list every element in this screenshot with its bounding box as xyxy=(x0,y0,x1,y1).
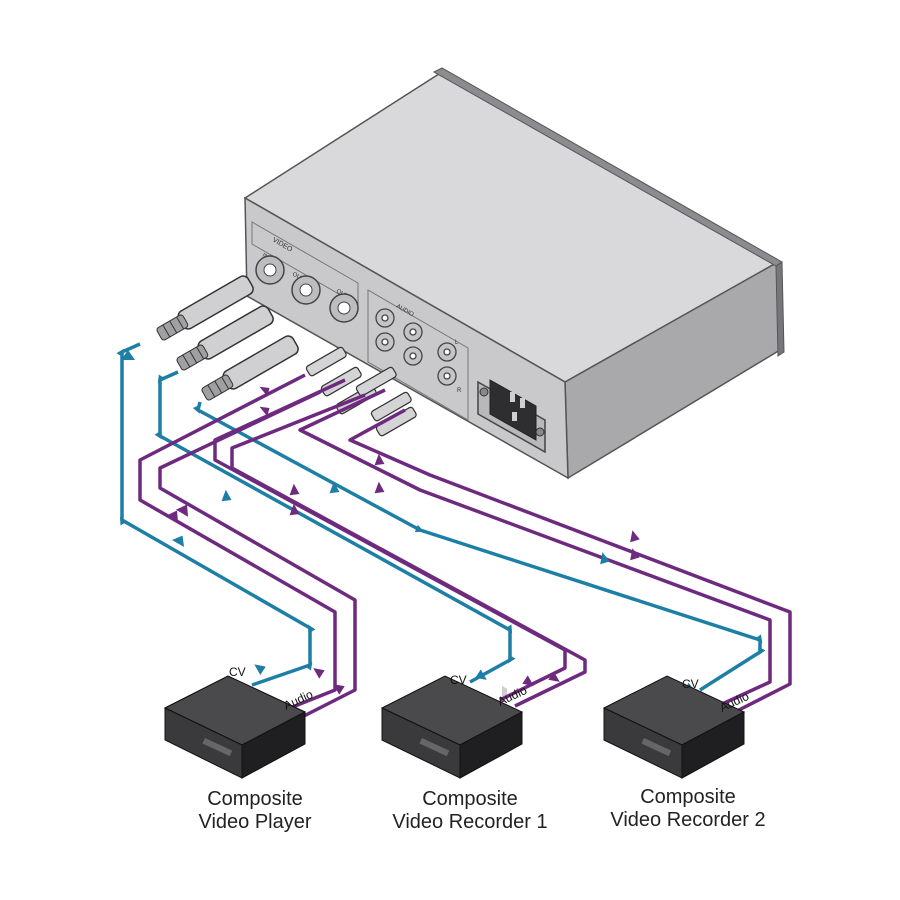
recorder1-cv-label: CV xyxy=(450,673,467,687)
caption-line2: Video Recorder 2 xyxy=(610,809,766,831)
device-video-player xyxy=(163,675,307,779)
cable-recorder2-audio-r xyxy=(348,408,792,714)
l-label: L xyxy=(455,340,459,346)
caption-video-recorder-2: Composite Video Recorder 2 xyxy=(588,786,788,832)
bnc-jack-out1 xyxy=(291,275,321,305)
player-cv-label: CV xyxy=(229,665,246,679)
caption-video-player: Composite Video Player xyxy=(175,788,335,834)
cable-player-audio-r xyxy=(158,390,357,720)
caption-line2: Video Recorder 1 xyxy=(392,811,548,833)
recorder2-cv-label: CV xyxy=(682,677,699,691)
bnc-jack-out2 xyxy=(329,293,359,323)
caption-video-recorder-1: Composite Video Recorder 1 xyxy=(370,788,570,834)
cable-recorder2-audio-l xyxy=(298,388,772,707)
distribution-amplifier-unit: VIDEO IN OUT 1 OUT 2 AUDIO L R xyxy=(243,67,785,699)
signal-arrows xyxy=(121,350,697,695)
caption-line1: Composite xyxy=(422,788,518,810)
caption-line1: Composite xyxy=(207,788,303,810)
device-video-recorder-1 xyxy=(380,675,524,779)
bnc-jack-in xyxy=(255,255,285,285)
video-cables xyxy=(116,342,766,692)
caption-line1: Composite xyxy=(640,786,736,808)
device-video-recorder-2 xyxy=(602,675,746,779)
recorder1-audio-label: Audio xyxy=(495,683,529,709)
cable-recorder1-audio-r xyxy=(230,393,587,708)
cable-out2-recorder2-cv xyxy=(192,401,766,692)
caption-line2: Video Player xyxy=(198,811,312,833)
r-label: R xyxy=(457,388,462,394)
cable-player-audio-l xyxy=(138,373,337,712)
